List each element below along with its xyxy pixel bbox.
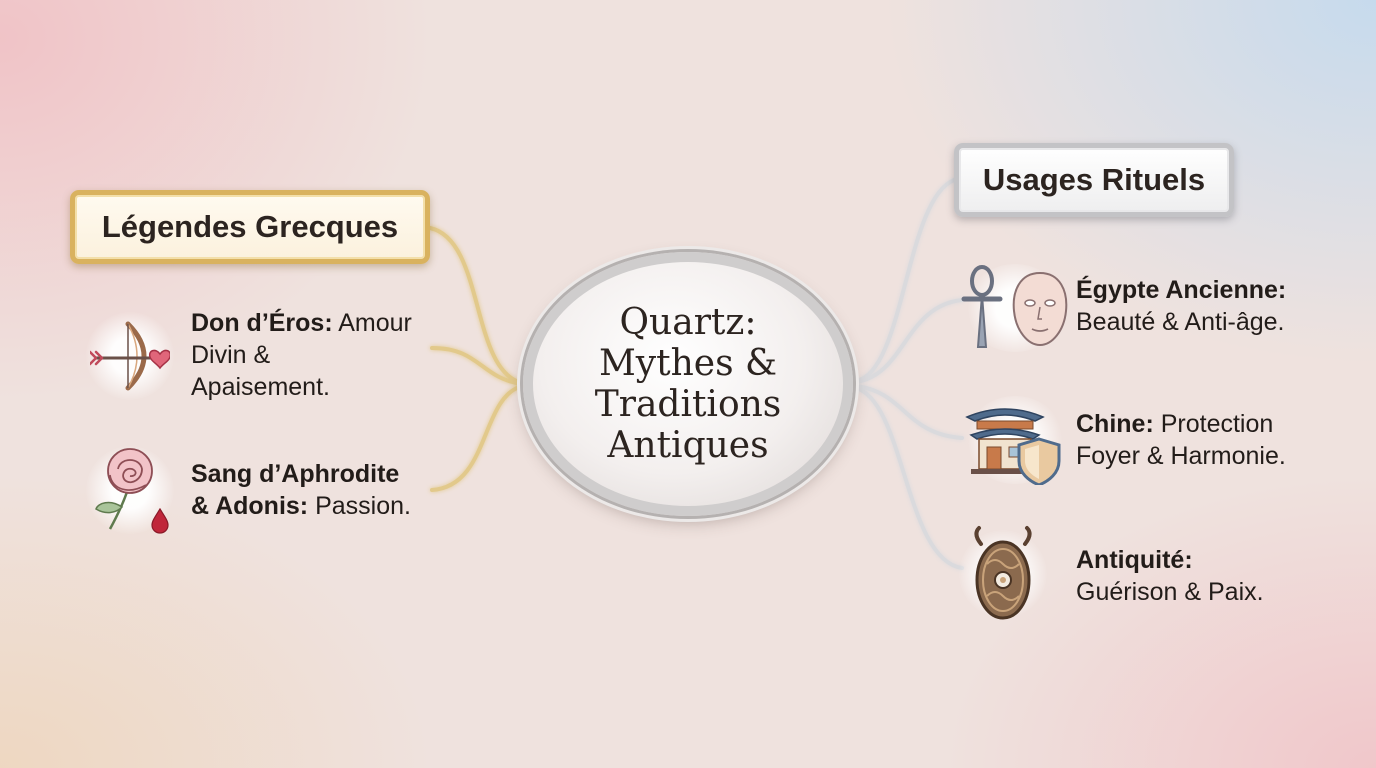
leaf-label: Chine: [1076, 410, 1154, 438]
connector-left-eros [430, 346, 524, 386]
leaf-label: & Adonis: [191, 492, 309, 520]
leaf-egypte-ancienne: Égypte Ancienne: Beauté & Anti-âge. [1076, 274, 1286, 338]
leaf-label: Don d’Éros: [191, 309, 333, 337]
center-title-line: Traditions [594, 384, 782, 425]
connector-right-title [854, 178, 956, 383]
leaf-text-line: Apaisement. [191, 373, 330, 401]
center-title: Quartz: Mythes & Traditions Antiques [595, 302, 782, 466]
amulet-icon [953, 524, 1053, 624]
ankh-icon [961, 265, 1068, 348]
shield-icon [1017, 437, 1061, 485]
leaf-text-line: Passion. [315, 492, 411, 520]
center-title-line: Mythes & [598, 343, 778, 384]
chine-icons [960, 390, 1070, 490]
connector-right-chine [854, 384, 964, 440]
leaf-label: Antiquité: [1076, 546, 1193, 574]
connector-left-aphrodite [430, 384, 524, 492]
branch-title-text: Légendes Grecques [101, 209, 399, 244]
leaf-label: Égypte Ancienne: [1076, 276, 1287, 304]
leaf-sang-aphrodite: Sang d’Aphrodite & Adonis: Passion. [191, 458, 411, 522]
branch-title-usages-rituels: Usages Rituels [954, 143, 1234, 217]
leaf-text-line: Protection [1160, 410, 1274, 438]
leaf-text-line: Amour [338, 309, 412, 337]
leaf-chine: Chine: Protection Foyer & Harmonie. [1076, 408, 1286, 472]
bow-arrow-heart-icon [80, 306, 180, 406]
branch-title-legendes-grecques: Légendes Grecques [70, 190, 430, 264]
connector-left-title [428, 226, 524, 385]
egypte-icons [960, 258, 1070, 358]
leaf-text-line: Beauté & Anti-âge. [1076, 308, 1285, 336]
connector-right-egypte [854, 298, 964, 384]
center-title-line: Antiques [607, 425, 769, 466]
center-node: Quartz: Mythes & Traditions Antiques [523, 252, 853, 516]
leaf-label: Sang d’Aphrodite [191, 460, 400, 488]
face-mask-icon [1012, 271, 1068, 347]
leaf-text-line: Guérison & Paix. [1076, 578, 1264, 606]
connector-right-antiquite [854, 386, 964, 570]
leaf-text-line: Foyer & Harmonie. [1076, 442, 1286, 470]
rose-blood-drop-icon [80, 440, 180, 540]
leaf-text-line: Divin & [191, 341, 271, 369]
leaf-antiquite: Antiquité: Guérison & Paix. [1076, 544, 1264, 608]
branch-title-text: Usages Rituels [982, 162, 1206, 197]
center-title-line: Quartz: [619, 302, 757, 343]
pagoda-house-icon [965, 408, 1061, 485]
leaf-don-eros: Don d’Éros: Amour Divin & Apaisement. [191, 307, 412, 403]
